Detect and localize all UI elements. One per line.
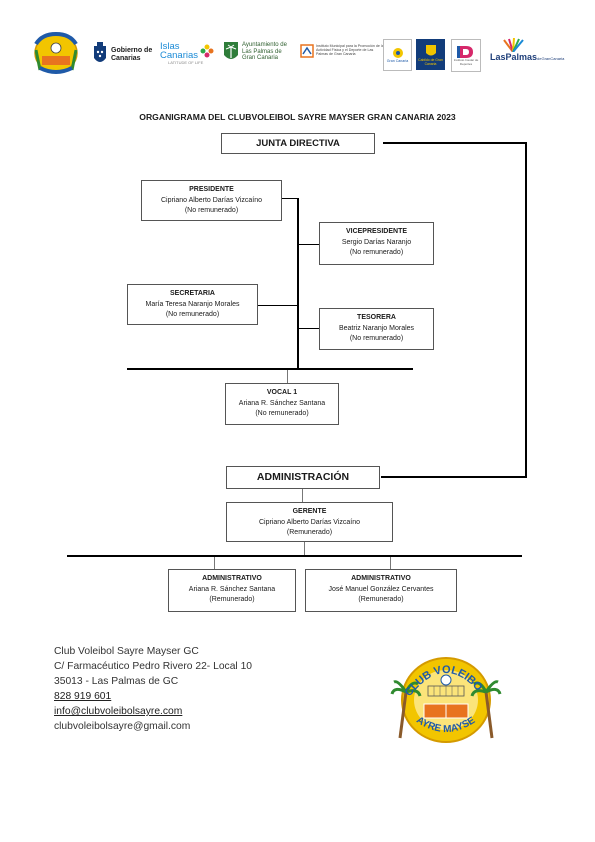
islas-canarias-logo: Islas Canarias LATITUDE OF LIFE [160, 42, 214, 65]
vocal-box: VOCAL 1 Ariana R. Sánchez Santana (No re… [225, 383, 339, 425]
junta-directiva-header: JUNTA DIRECTIVA [221, 133, 375, 154]
secretaria-connector [258, 305, 298, 306]
islas-canarias-sub: LATITUDE OF LIFE [168, 60, 204, 65]
vocal-name: Ariana R. Sánchez Santana [238, 399, 326, 407]
admin1-connector [214, 557, 215, 569]
ayuntamiento-logo: Ayuntamiento de Las Palmas de Gran Canar… [223, 40, 292, 64]
vicepresidente-status: (No remunerado) [349, 249, 404, 256]
footer-email-link[interactable]: info@clubvoleibolsayre.com [54, 706, 183, 717]
contact-footer: Club Voleibol Sayre Mayser GC C/ Farmacé… [54, 644, 252, 734]
deportes-logo: Instituto Insular de Deportes [451, 39, 481, 72]
presidente-role: PRESIDENTE [189, 186, 234, 193]
admin-divider [67, 555, 522, 557]
connector-bracket-right [525, 142, 527, 478]
vicepresidente-box: VICEPRESIDENTE Sergio Darías Naranjo (No… [319, 222, 434, 265]
palm-fan-icon [503, 38, 524, 52]
gerente-status: (Remunerado) [286, 529, 333, 536]
secretaria-name: María Teresa Naranjo Morales [145, 300, 240, 308]
flower-icon [200, 44, 214, 58]
d-letter-icon [457, 45, 473, 58]
administrativo-2-status: (Remunerado) [358, 596, 404, 603]
vocal-role: VOCAL 1 [266, 389, 298, 396]
junta-divider [127, 368, 413, 370]
footer-address: C/ Farmacéutico Pedro Rivero 22- Local 1… [54, 661, 253, 672]
gerente-name: Cipriano Alberto Darías Vizcaíno [258, 518, 361, 526]
administrativo-1-role: ADMINISTRATIVO [202, 575, 262, 582]
connector-bracket-bottom [381, 476, 527, 478]
sponsor-logo-row: Gobierno de Canarias Islas Canarias LATI… [0, 31, 595, 82]
vocal-status: (No remunerado) [255, 410, 309, 417]
administracion-header: ADMINISTRACIÓN [226, 466, 380, 489]
administrativo-1-status: (Remunerado) [209, 596, 255, 603]
crest-icon [94, 42, 106, 62]
presidente-connector [282, 198, 298, 199]
vicepresidente-connector [298, 244, 319, 245]
tesorera-connector [298, 328, 319, 329]
administrativo-2-box: ADMINISTRATIVO José Manuel González Cerv… [305, 569, 457, 612]
presidente-status: (No remunerado) [184, 207, 239, 214]
cabildo-text: Cabildo de Gran Canaria [418, 57, 443, 66]
junta-directiva-label: JUNTA DIRECTIVA [256, 138, 340, 149]
vicepresidente-name: Sergio Darías Naranjo [341, 238, 412, 246]
cabildo-logo: Cabildo de Gran Canaria [416, 39, 445, 70]
footer-city: 35013 - Las Palmas de GC [54, 676, 179, 687]
junta-spine [297, 198, 299, 370]
secretaria-status: (No remunerado) [165, 311, 220, 318]
deportes-text: Instituto Insular de Deportes [453, 57, 479, 66]
imd-text: Instituto Municipal para la Promoción de… [316, 44, 384, 56]
footer-email-secondary: clubvoleibolsayre@gmail.com [54, 721, 191, 732]
islas-canarias-text: Islas Canarias [160, 41, 199, 61]
club-logo-large: CLUB VOLEIBOL SAYRE MAYSER [386, 639, 502, 748]
island-icon [392, 48, 403, 58]
imd-logo: Instituto Municipal para la Promoción de… [300, 44, 384, 58]
administracion-label: ADMINISTRACIÓN [256, 471, 350, 483]
admin-gerente-connector [302, 489, 303, 502]
club-logo-small [30, 30, 82, 76]
connector-bracket-top [383, 142, 527, 144]
administrativo-1-name: Ariana R. Sánchez Santana [188, 585, 276, 593]
vocal-connector [287, 370, 288, 383]
secretaria-role: SECRETARIA [170, 290, 215, 297]
laspalmas-sub: deGranCanaria [537, 56, 565, 61]
gerente-box: GERENTE Cipriano Alberto Darías Vizcaíno… [226, 502, 393, 542]
administrativo-1-box: ADMINISTRATIVO Ariana R. Sánchez Santana… [168, 569, 296, 612]
presidente-name: Cipriano Alberto Darías Vizcaíno [160, 196, 263, 204]
page-title: ORGANIGRAMA DEL CLUBVOLEIBOL SAYRE MAYSE… [139, 112, 456, 122]
ayuntamiento-text: Ayuntamiento de Las Palmas de Gran Canar… [242, 42, 287, 62]
gran-canaria-logo: Gran Canaria [383, 39, 412, 71]
gobierno-canarias-logo: Gobierno de Canarias [92, 42, 155, 68]
imd-icon [300, 44, 314, 58]
tesorera-name: Beatriz Naranjo Morales [338, 324, 415, 332]
administrativo-2-name: José Manuel González Cervantes [328, 585, 434, 593]
admin2-connector [390, 557, 391, 569]
gerente-divider-connector [304, 541, 305, 556]
gobierno-text: Gobierno de Canarias [111, 47, 153, 62]
footer-phone-link[interactable]: 828 919 601 [54, 691, 112, 702]
secretaria-box: SECRETARIA María Teresa Naranjo Morales … [127, 284, 258, 325]
cabildo-crest-icon [425, 44, 436, 55]
laspalmas-logo: LasPalmas deGranCanaria [490, 38, 564, 62]
tesorera-role: TESORERA [357, 314, 396, 321]
vicepresidente-role: VICEPRESIDENTE [345, 228, 408, 235]
tesorera-status: (No remunerado) [349, 335, 404, 342]
palm-shield-icon [224, 42, 238, 59]
administrativo-2-role: ADMINISTRATIVO [351, 575, 411, 582]
tesorera-box: TESORERA Beatriz Naranjo Morales (No rem… [319, 308, 434, 350]
presidente-box: PRESIDENTE Cipriano Alberto Darías Vizca… [141, 180, 282, 221]
laspalmas-text: LasPalmas [490, 52, 538, 62]
footer-club-name: Club Voleibol Sayre Mayser GC [54, 646, 199, 657]
gran-canaria-text: Gran Canaria [386, 59, 409, 63]
gerente-role: GERENTE [292, 508, 327, 515]
